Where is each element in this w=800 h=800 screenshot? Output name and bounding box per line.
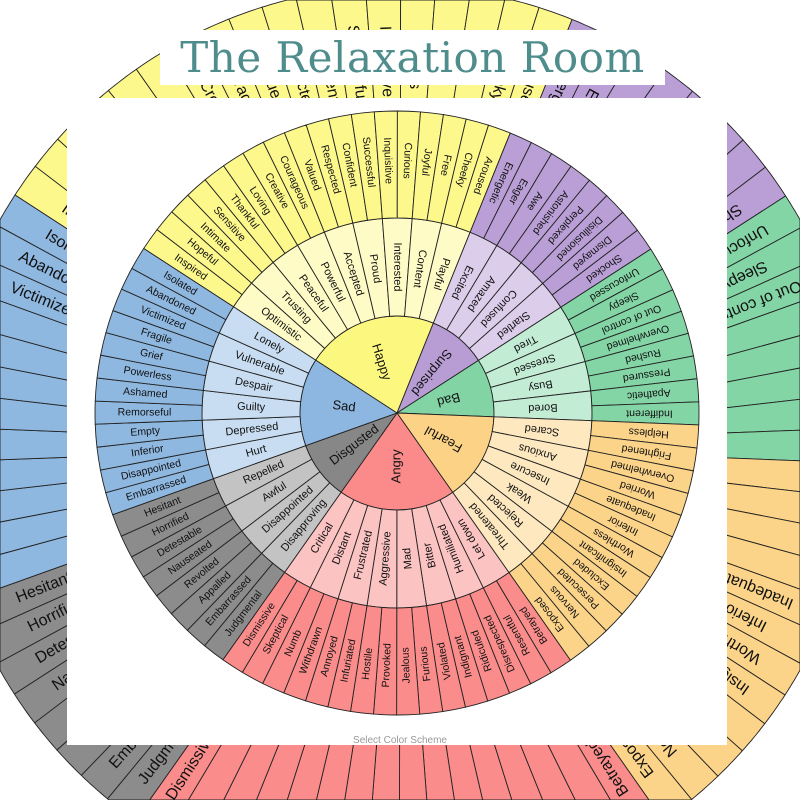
secondary-label: Aggressive [377, 531, 393, 586]
tertiary-label: Remorseful [118, 406, 172, 418]
tertiary-label: Jealous [399, 647, 412, 684]
secondary-label: Bitter [421, 541, 439, 569]
tertiary-segment[interactable] [131, 247, 235, 321]
tertiary-label: Free [438, 153, 454, 177]
secondary-label: Proud [367, 253, 383, 284]
tertiary-label: Apathetic [627, 387, 672, 402]
secondary-label: Interested [391, 243, 403, 292]
tertiary-label: Inquisitive [381, 137, 395, 184]
tertiary-label: Grief [139, 346, 164, 363]
tertiary-label: Curious [401, 142, 414, 179]
tertiary-label: Helpless [628, 425, 669, 440]
tertiary-label: Successful [360, 136, 378, 188]
page-title: The Relaxation Room [180, 33, 645, 82]
secondary-label: Scared [524, 422, 560, 438]
secondary-label: Depressed [225, 420, 279, 438]
core-label-bad: Bad [436, 390, 462, 411]
secondary-label: Mad [401, 547, 415, 569]
tertiary-label: Indifferent [626, 408, 673, 420]
secondary-label: Busy [527, 377, 554, 394]
secondary-label: Guilty [237, 401, 266, 414]
tertiary-label: Furious [417, 646, 433, 682]
core-label-angry: Angry [388, 449, 403, 483]
tertiary-label: Joyful [419, 148, 434, 177]
tertiary-label: Provoked [380, 643, 394, 688]
secondary-label: Hurt [245, 443, 268, 460]
background-tertiary-segment [399, 740, 428, 800]
secondary-label: Content [411, 249, 429, 289]
feelings-wheel: HappyOptimisticInspiredHopefulTrustingIn… [94, 110, 700, 716]
core-label-sad: Sad [332, 397, 357, 415]
tertiary-label: Empty [130, 425, 161, 439]
select-color-scheme-link[interactable]: Select Color Scheme [353, 735, 447, 746]
secondary-label: Bored [528, 401, 558, 414]
tertiary-label: Hostile [360, 647, 376, 680]
tertiary-label: Ashamed [123, 385, 168, 400]
title-banner: The Relaxation Room [160, 30, 665, 85]
tertiary-label: Inferior [130, 443, 165, 460]
